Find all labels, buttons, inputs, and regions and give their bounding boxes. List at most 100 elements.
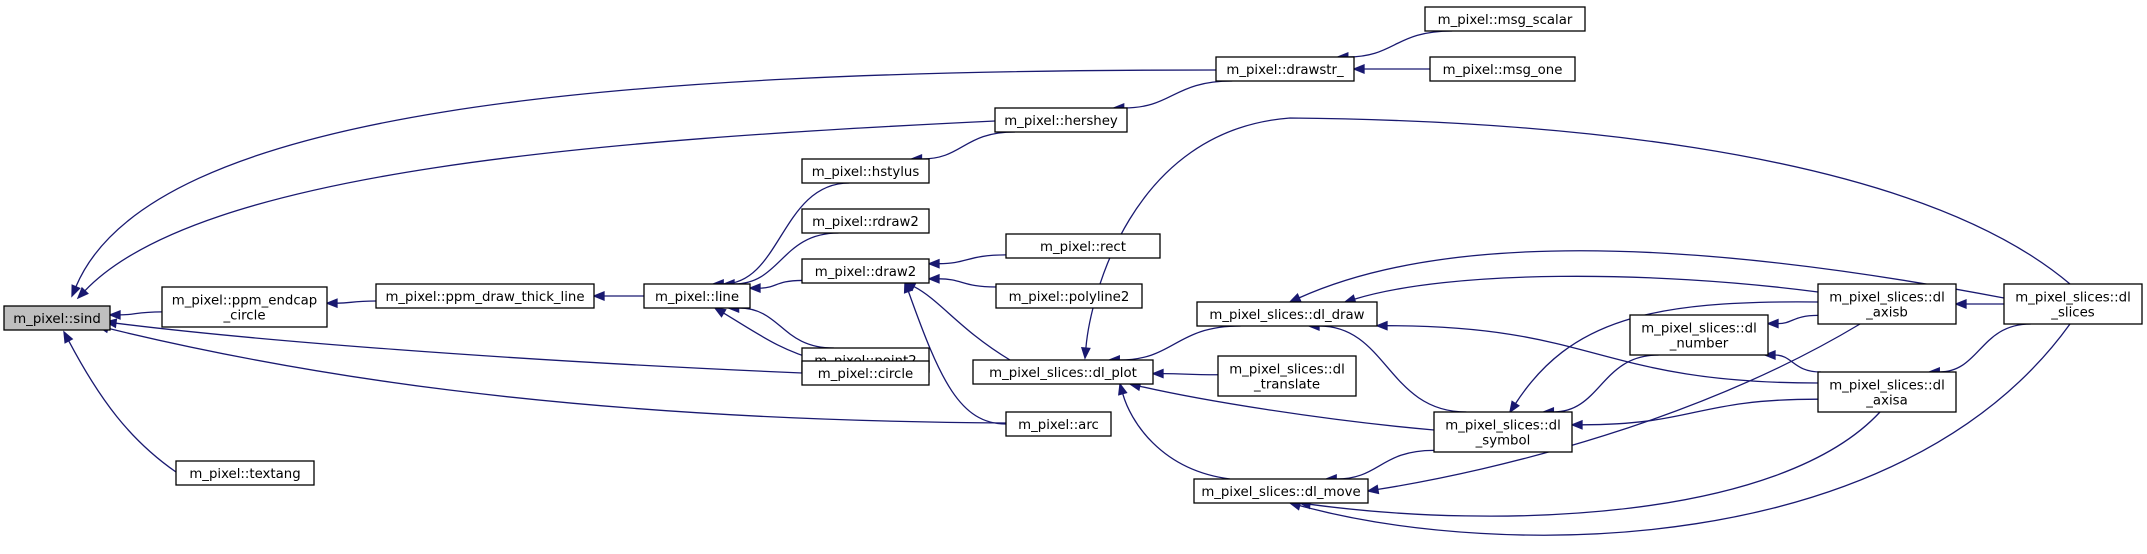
node-circle[interactable]: m_pixel::circle: [801, 360, 930, 386]
node-ppm-draw-thick-line[interactable]: m_pixel::ppm_draw_thick_line: [375, 283, 595, 309]
edge-line: [1939, 323, 2031, 373]
node-label: m_pixel_slices::dl: [1445, 419, 1561, 434]
node-msg-scalar[interactable]: m_pixel::msg_scalar: [1424, 6, 1586, 32]
edge-drawstr_-to-sind: [71, 69, 1217, 298]
node-label: m_pixel_slices::dl_plot: [989, 366, 1137, 381]
node-dl-number[interactable]: m_pixel_slices::dl_number: [1629, 314, 1769, 356]
arrowhead: [71, 284, 81, 298]
arrowhead: [108, 309, 121, 320]
node-label: m_pixel_slices::dl: [1229, 363, 1345, 378]
node-rdraw2[interactable]: m_pixel::rdraw2: [801, 208, 930, 234]
node-label: m_pixel::draw2: [815, 265, 916, 280]
edge-line: [75, 69, 1217, 288]
edge-dl_axisa-to-dl_symbol: [1570, 398, 1819, 430]
node-sind[interactable]: m_pixel::sind: [3, 305, 111, 331]
node-dl-axisb[interactable]: m_pixel_slices::dl_axisb: [1817, 283, 1957, 325]
edge-circle-to-sind: [104, 318, 803, 374]
edge-line: [1514, 301, 1819, 404]
node-box: [801, 360, 930, 386]
node-arc[interactable]: m_pixel::arc: [1005, 411, 1112, 437]
arrowhead: [1766, 318, 1779, 329]
node-label: m_pixel::textang: [189, 467, 300, 482]
edge-line: [1386, 325, 1819, 384]
node-box: [994, 107, 1128, 133]
edge-line: [1122, 393, 1231, 480]
arrowhead: [1375, 320, 1388, 331]
edge-dl_axisa-to-dl_number: [1763, 350, 1822, 373]
node-dl-plot[interactable]: m_pixel_slices::dl_plot: [972, 359, 1154, 385]
node-hershey[interactable]: m_pixel::hershey: [994, 107, 1128, 133]
node-draw2[interactable]: m_pixel::draw2: [801, 258, 930, 284]
node-box: [2003, 283, 2143, 325]
arrowhead: [1151, 368, 1164, 379]
node-label: m_pixel::hstylus: [812, 165, 920, 180]
node-label: m_pixel::polyline2: [1009, 290, 1130, 305]
edge-dl_slices-to-dl_axisb: [1954, 299, 2005, 309]
node-box: [801, 158, 930, 184]
node-ppm-endcap-circle[interactable]: m_pixel::ppm_endcap_circle: [161, 286, 328, 328]
edge-line: [1318, 325, 1467, 413]
edge-line: [1347, 30, 1453, 58]
edge-dl_slices-to-dl_axisa: [1927, 323, 2031, 377]
node-dl-move[interactable]: m_pixel_slices::dl_move: [1193, 478, 1369, 504]
edge-line: [759, 279, 803, 289]
node-hstylus[interactable]: m_pixel::hstylus: [801, 158, 930, 184]
node-box: [1005, 233, 1161, 259]
arrowhead: [63, 330, 74, 344]
edge-line: [107, 327, 1007, 424]
node-polyline2[interactable]: m_pixel::polyline2: [995, 283, 1143, 309]
arrowhead: [1081, 346, 1091, 360]
node-box: [972, 359, 1154, 385]
edge-line: [1162, 372, 1219, 376]
node-dl-slices[interactable]: m_pixel_slices::dl_slices: [2003, 283, 2143, 325]
node-textang[interactable]: m_pixel::textang: [175, 460, 315, 486]
edge-ppm_draw_thick_line-to-ppm_endcap_circle: [325, 298, 377, 309]
edge-msg_one-to-drawstr_: [1352, 64, 1430, 74]
edge-line: [119, 311, 163, 316]
node-label: m_pixel::hershey: [1004, 114, 1118, 129]
node-label: _axisa: [1865, 394, 1907, 409]
nodes-layer: m_pixel::sindm_pixel::ppm_endcap_circlem…: [3, 6, 2143, 504]
edge-line: [336, 300, 377, 304]
node-dl-symbol[interactable]: m_pixel_slices::dl_symbol: [1433, 411, 1573, 453]
node-drawstr-[interactable]: m_pixel::drawstr_: [1215, 56, 1355, 82]
node-dl-draw[interactable]: m_pixel_slices::dl_draw: [1196, 301, 1378, 327]
node-box: [1215, 56, 1355, 82]
edge-line: [1299, 323, 2071, 536]
edge-rect-to-draw2: [927, 254, 1007, 269]
node-box: [1193, 478, 1369, 504]
node-rect[interactable]: m_pixel::rect: [1005, 233, 1161, 259]
node-line[interactable]: m_pixel::line: [643, 283, 751, 309]
edge-dl_axisa-to-dl_draw: [1375, 320, 1819, 384]
arrowhead: [1288, 293, 1302, 303]
node-label: m_pixel::rdraw2: [812, 215, 919, 230]
node-box: [375, 283, 595, 309]
node-dl-axisa[interactable]: m_pixel_slices::dl_axisa: [1817, 371, 1957, 413]
node-box: [1433, 411, 1573, 453]
node-box: [995, 283, 1143, 309]
node-label: m_pixel_slices::dl: [1641, 322, 1757, 337]
node-box: [1196, 301, 1378, 327]
arrowhead: [1118, 382, 1128, 396]
arrowhead: [1570, 419, 1583, 430]
node-box: [175, 460, 315, 486]
node-box: [1817, 283, 1957, 325]
node-label: m_pixel::circle: [818, 367, 913, 382]
node-dl-translate[interactable]: m_pixel_slices::dl_translate: [1217, 355, 1357, 397]
edge-dl_axisb-to-dl_draw: [1343, 275, 1819, 304]
node-label: _translate: [1253, 378, 1320, 393]
node-msg-one[interactable]: m_pixel::msg_one: [1429, 56, 1576, 82]
edge-line: [921, 131, 1016, 160]
edge-line: [907, 291, 1007, 425]
node-label: m_pixel_slices::dl_draw: [1209, 308, 1364, 323]
edge-dl_translate-to-dl_plot: [1151, 368, 1219, 379]
node-label: _symbol: [1475, 434, 1531, 449]
arrowhead: [713, 307, 727, 318]
edge-ppm_endcap_circle-to-sind: [108, 309, 163, 320]
node-label: m_pixel::rect: [1040, 240, 1126, 255]
arrowhead: [927, 273, 940, 284]
node-label: m_pixel_slices::dl_move: [1201, 485, 1360, 500]
node-label: m_pixel::msg_one: [1443, 63, 1563, 78]
node-label: m_pixel_slices::dl: [1829, 379, 1945, 394]
